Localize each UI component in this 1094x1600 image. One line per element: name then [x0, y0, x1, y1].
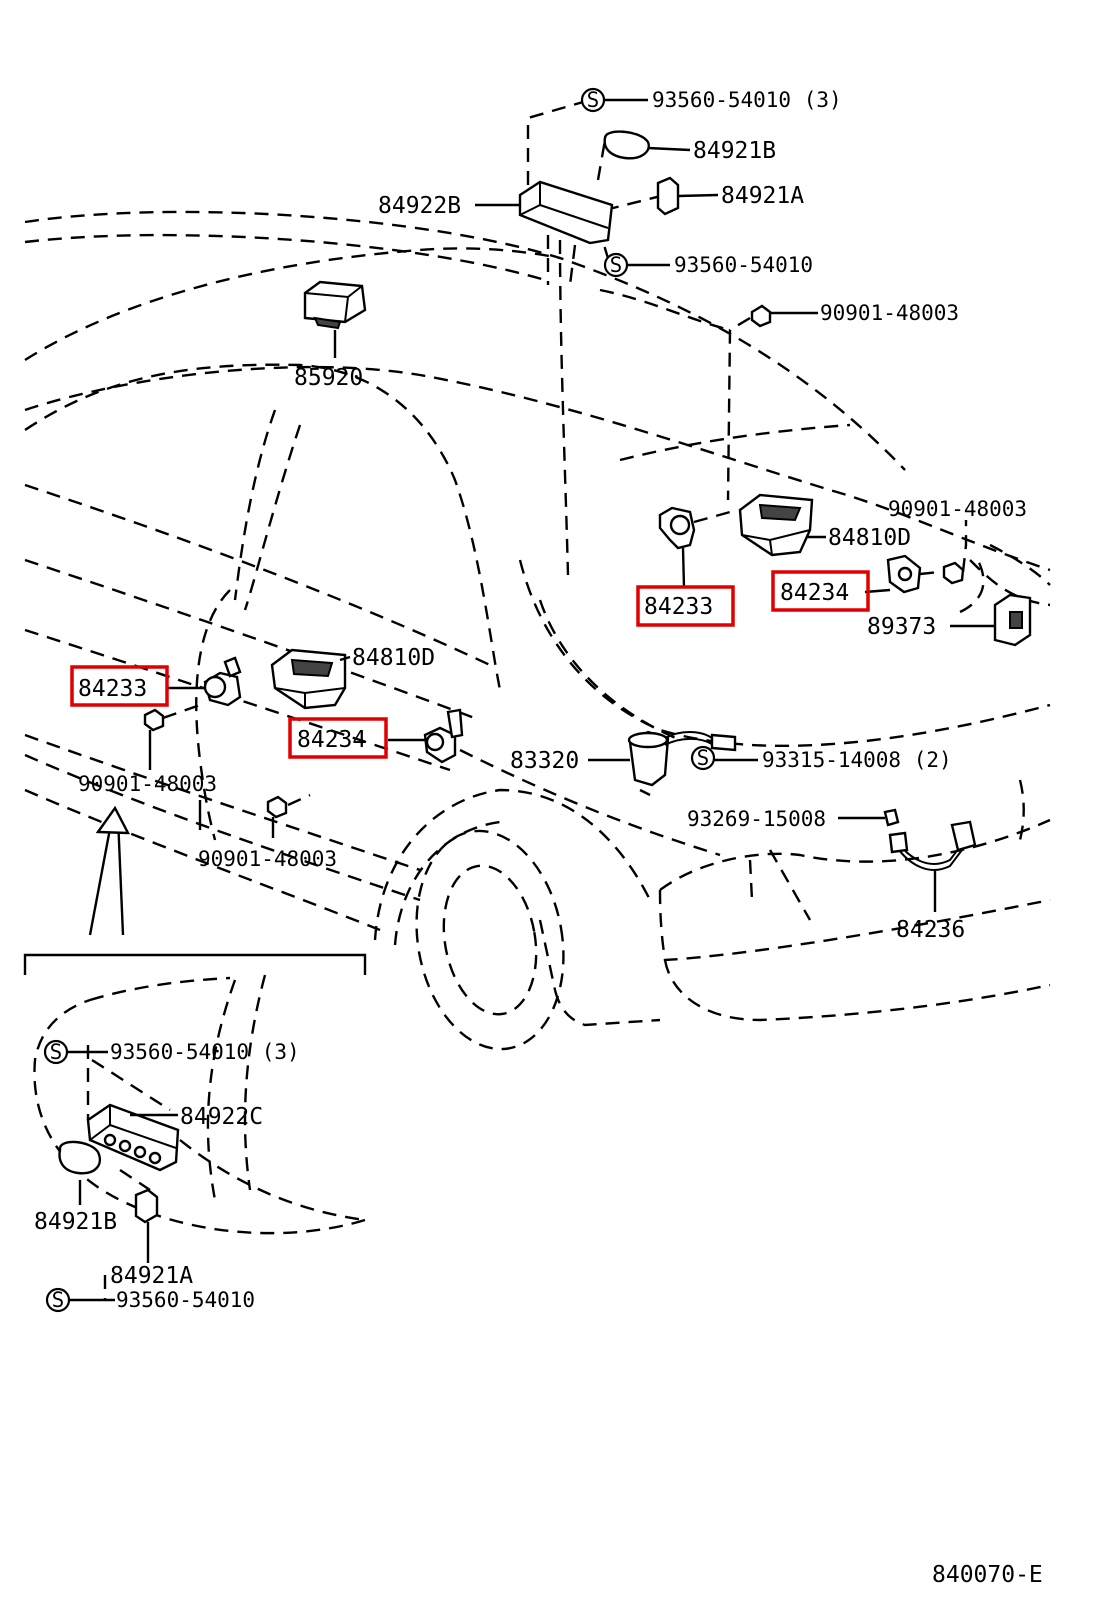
- bulb-84921A-inset: [134, 1188, 159, 1224]
- label-84234-left: 84234: [297, 727, 366, 753]
- window-switch-84810D-left: [270, 648, 347, 710]
- rear-parts-group: S: [588, 730, 977, 912]
- diagram-id: 840070-E: [932, 1562, 1043, 1588]
- right-door-switch-group: [658, 304, 1032, 647]
- roof-lamp-assembly: S S: [475, 87, 719, 286]
- inset-detail: S S: [23, 953, 367, 1313]
- part-85920-group: [303, 280, 367, 358]
- window-switch-84810D-right: [738, 493, 814, 557]
- screw-symbol-text: S: [587, 88, 600, 112]
- label-90901-48003-a: 90901-48003: [820, 301, 959, 325]
- label-84921A-top: 84921A: [721, 183, 804, 209]
- label-93560-54010-3-top: 93560-54010 (3): [652, 88, 842, 112]
- label-83320: 83320: [510, 748, 579, 774]
- label-84921A-inset: 84921A: [110, 1263, 193, 1289]
- svg-text:S: S: [50, 1040, 63, 1064]
- highlight-84234-left: [288, 717, 388, 759]
- part-labels: 93560-54010 (3) 84921B 84921A 84922B 935…: [34, 88, 1043, 1588]
- label-84233-right: 84233: [644, 594, 713, 620]
- label-84810D-right: 84810D: [828, 525, 911, 551]
- svg-text:S: S: [697, 746, 710, 770]
- lamp-housing-84922B: [518, 180, 614, 245]
- highlight-84234-right: [771, 570, 870, 612]
- svg-text:S: S: [610, 253, 623, 277]
- label-93315-14008: 93315-14008 (2): [762, 748, 952, 772]
- label-93269-15008: 93269-15008: [687, 807, 826, 831]
- label-90901-48003-c: 90901-48003: [78, 772, 217, 796]
- screw-symbol-icon: [690, 745, 716, 771]
- lens-84921B-top: [603, 130, 650, 160]
- label-93560-54010-top: 93560-54010: [674, 253, 813, 277]
- label-84233-left: 84233: [78, 676, 147, 702]
- label-90901-48003-b: 90901-48003: [888, 497, 1027, 521]
- label-93560-54010-3-inset: 93560-54010 (3): [110, 1040, 300, 1064]
- highlight-84233-right: [636, 585, 735, 627]
- svg-text:S: S: [52, 1288, 65, 1312]
- highlight-84233-left: [70, 665, 169, 707]
- label-84234-right: 84234: [780, 580, 849, 606]
- left-door-switch-group: [88, 648, 464, 936]
- label-89373: 89373: [867, 614, 936, 640]
- label-84921B-top: 84921B: [693, 138, 776, 164]
- label-85920: 85920: [294, 365, 363, 391]
- label-84810D-left: 84810D: [352, 645, 435, 671]
- label-90901-48003-d: 90901-48003: [198, 847, 337, 871]
- label-84921B-inset: 84921B: [34, 1209, 117, 1235]
- label-84236: 84236: [896, 917, 965, 943]
- label-93560-54010-inset: 93560-54010: [116, 1288, 255, 1312]
- label-84922B: 84922B: [378, 193, 461, 219]
- lens-84921B-inset: [58, 1140, 101, 1175]
- module-85920: [303, 280, 367, 324]
- label-84922C: 84922C: [180, 1104, 263, 1130]
- bulb-84921A-top: [656, 176, 680, 216]
